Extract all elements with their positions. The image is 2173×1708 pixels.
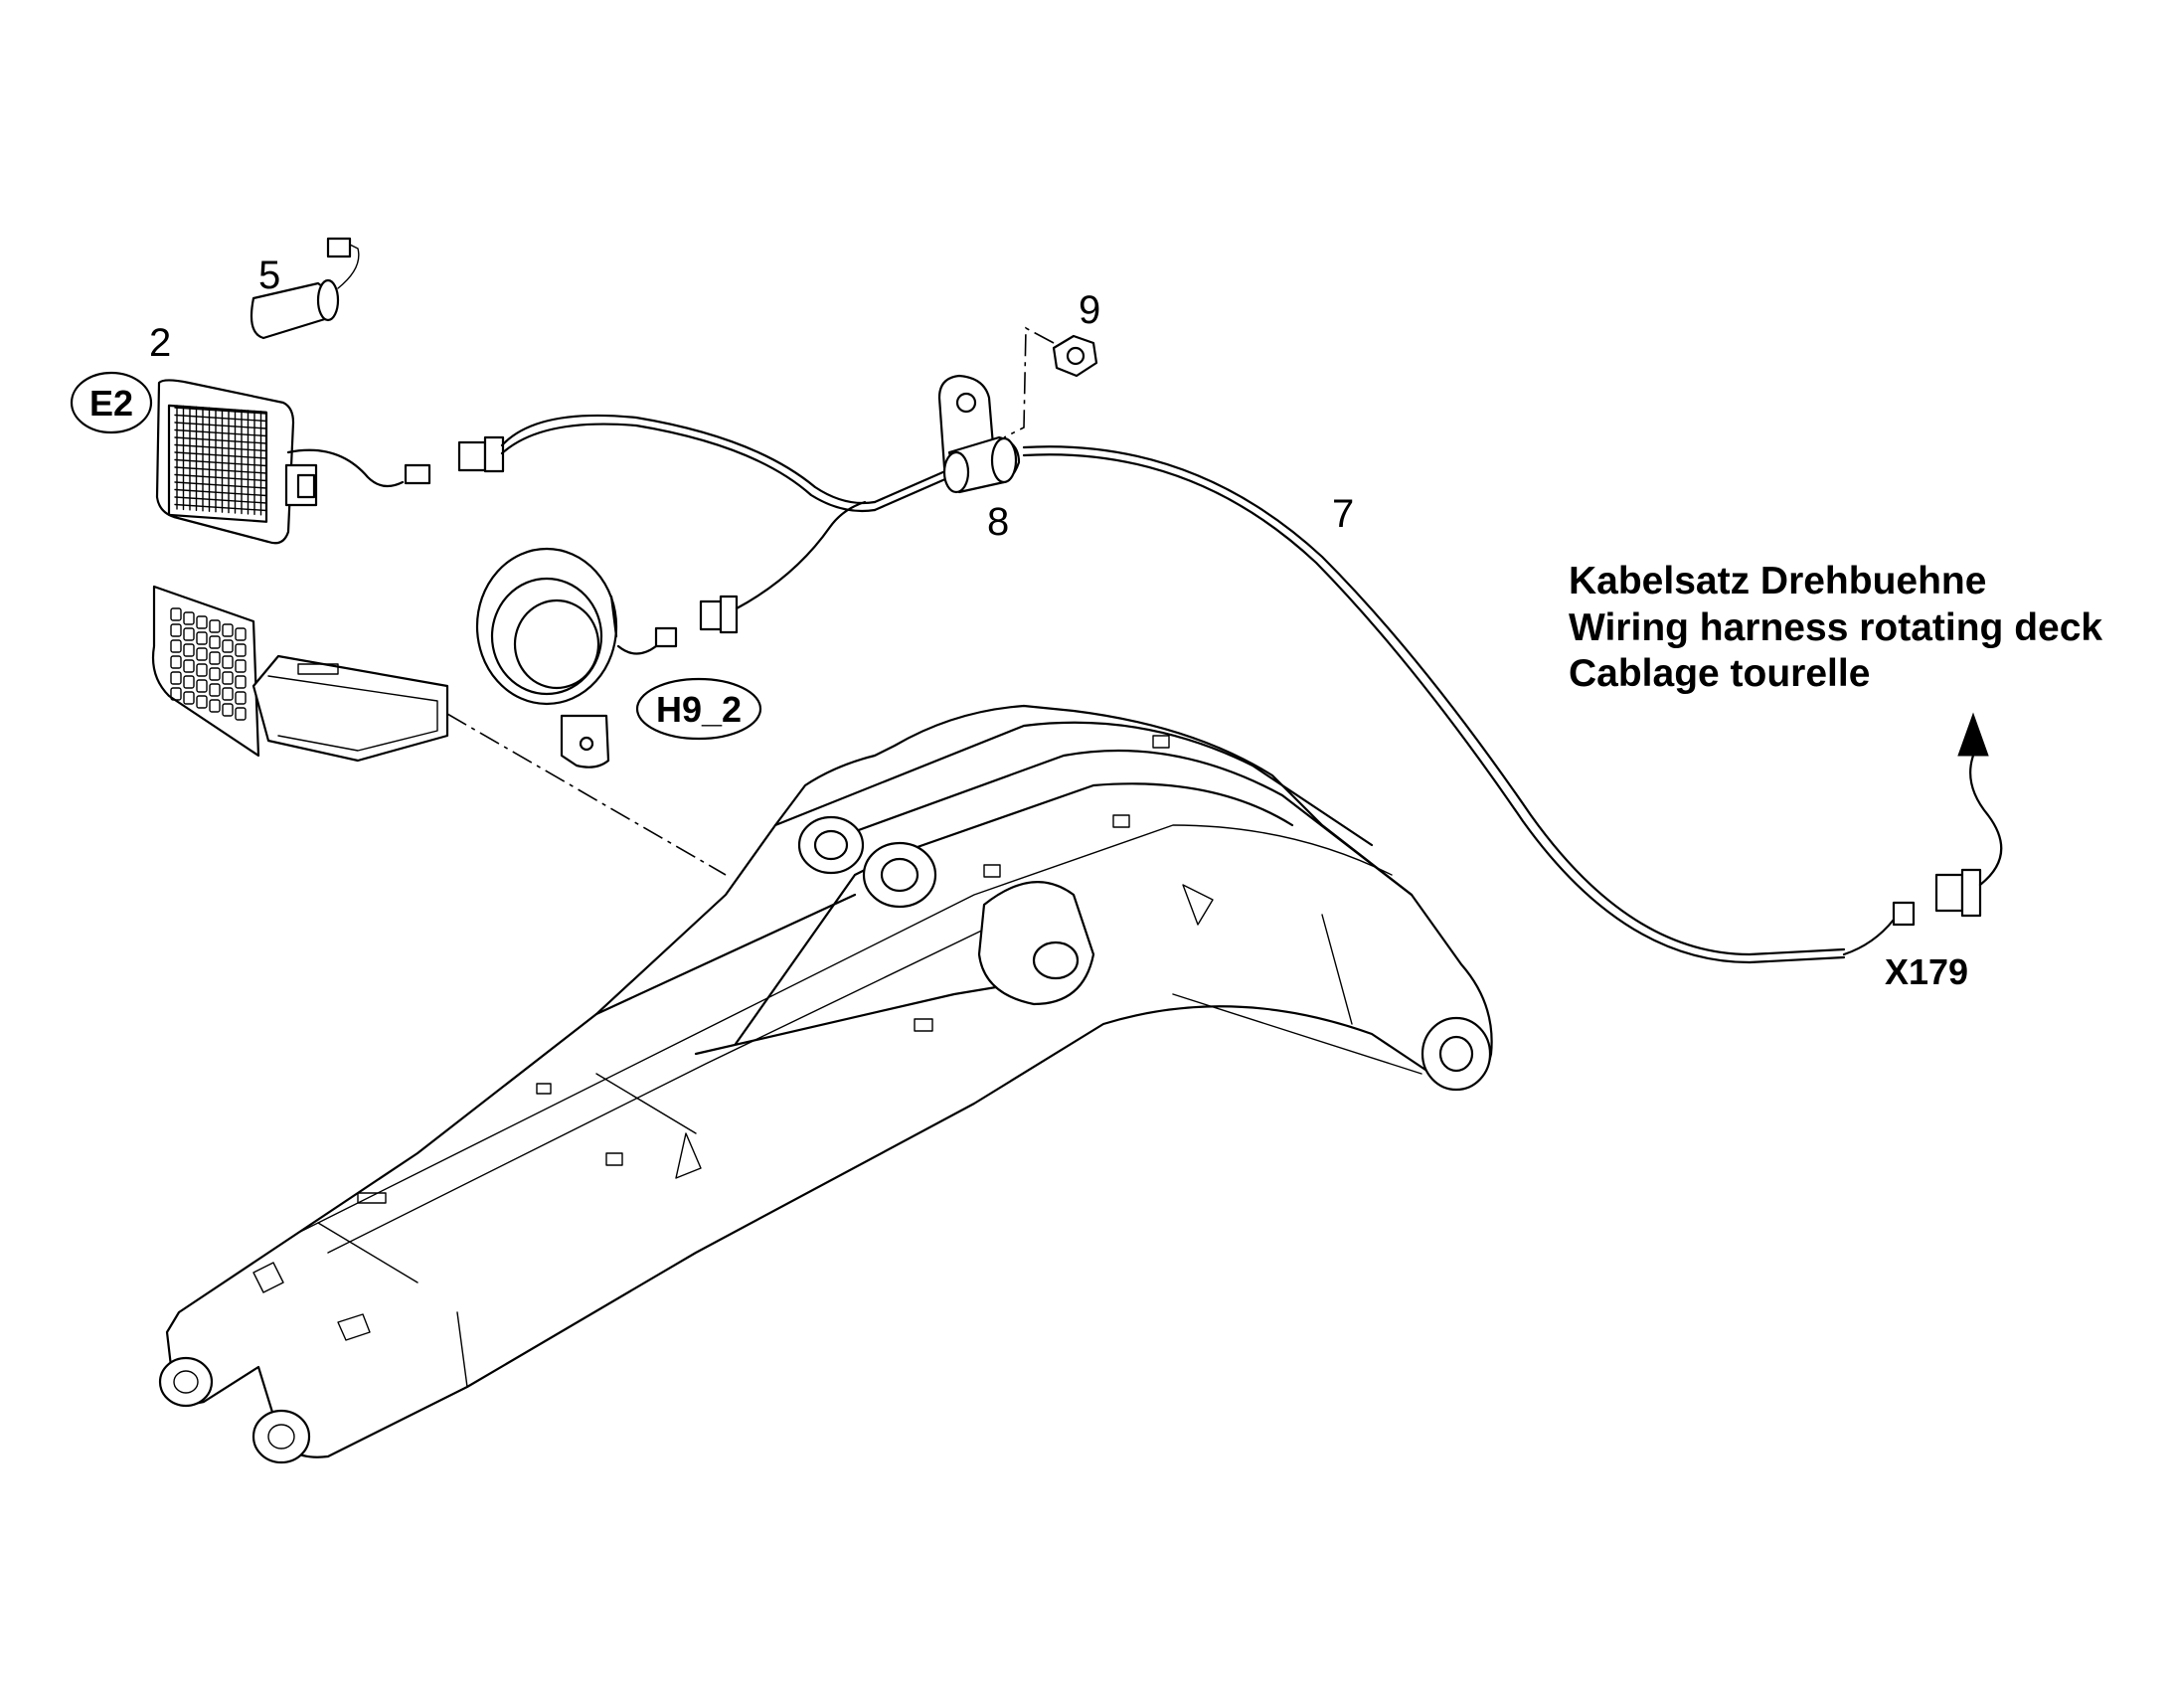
- ref-label-horn: H9_2: [656, 689, 742, 730]
- bracket-grid-cell: [222, 687, 234, 701]
- bracket-grid-cell: [222, 703, 234, 717]
- grille-line: [174, 496, 267, 504]
- bulb-plug: [250, 237, 360, 340]
- grille-line: [174, 428, 267, 437]
- bracket-grid-cell: [209, 651, 221, 665]
- bracket-grid: [170, 607, 247, 721]
- callout-7: 7: [1332, 492, 1354, 536]
- callouts: 2 5 7 8 9: [149, 254, 1354, 544]
- bracket-grid-cell: [222, 655, 234, 669]
- bracket-grid-cell: [170, 639, 182, 653]
- ref-bubble-lamp: E2: [70, 371, 153, 434]
- grille-line: [174, 481, 267, 489]
- lamp-bracket: [151, 585, 727, 876]
- grille-line: [174, 443, 267, 452]
- bracket-grid-cell: [222, 623, 234, 637]
- grille-line: [174, 414, 267, 423]
- excavator-boom: [158, 704, 1493, 1464]
- bracket-grid-cell: [183, 659, 195, 673]
- note-line-fr: Cablage tourelle: [1569, 652, 1870, 695]
- bracket-grid-cell: [183, 691, 195, 705]
- callout-5: 5: [258, 254, 280, 297]
- grille-line: [174, 488, 267, 497]
- bracket-grid-cell: [209, 683, 221, 697]
- grille-line: [174, 473, 267, 482]
- note-line-de: Kabelsatz Drehbuehne: [1569, 560, 1986, 602]
- callout-2: 2: [149, 321, 171, 365]
- grille-line: [174, 451, 267, 459]
- bracket-grid-cell: [170, 687, 182, 701]
- bracket-grid-cell: [235, 675, 247, 689]
- bracket-grid-cell: [235, 707, 247, 721]
- lamp-grille: [174, 405, 267, 516]
- bracket-grid-cell: [196, 695, 208, 709]
- bracket-grid-cell: [183, 611, 195, 625]
- bracket-grid-cell: [209, 699, 221, 713]
- bracket-grid-cell: [209, 635, 221, 649]
- ref-label-connector: X179: [1885, 951, 1968, 992]
- bracket-grid-cell: [235, 627, 247, 641]
- grille-line: [174, 503, 267, 512]
- bracket-grid-cell: [170, 655, 182, 669]
- bracket-grid-cell: [235, 643, 247, 657]
- bracket-grid-cell: [196, 631, 208, 645]
- bracket-grid-cell: [183, 643, 195, 657]
- bracket-grid-cell: [183, 675, 195, 689]
- bracket-grid-cell: [170, 623, 182, 637]
- grille-line: [174, 422, 267, 429]
- bracket-grid-cell: [222, 639, 234, 653]
- bracket-grid-cell: [196, 615, 208, 629]
- bracket-grid-cell: [235, 691, 247, 705]
- callout-9: 9: [1079, 288, 1100, 332]
- bracket-grid-cell: [209, 619, 221, 633]
- bracket-grid-cell: [170, 607, 182, 621]
- harness-note: Kabelsatz Drehbuehne Wiring harness rota…: [1569, 560, 2102, 695]
- note-line-en: Wiring harness rotating deck: [1569, 606, 2102, 649]
- bracket-grid-cell: [235, 659, 247, 673]
- grille-line: [174, 458, 267, 467]
- horn: [475, 547, 618, 769]
- bracket-grid-cell: [209, 667, 221, 681]
- grille-line: [174, 436, 267, 444]
- bracket-grid-cell: [170, 671, 182, 685]
- ref-label-lamp: E2: [89, 383, 133, 424]
- bracket-grid-cell: [196, 647, 208, 661]
- grille-line: [174, 407, 267, 415]
- wiring-harness: [286, 326, 2003, 964]
- work-lamp: [155, 237, 360, 545]
- ref-bubble-horn: H9_2: [635, 677, 762, 741]
- bracket-grid-cell: [196, 663, 208, 677]
- bracket-grid-cell: [222, 671, 234, 685]
- grille-line: [174, 466, 267, 474]
- callout-8: 8: [987, 500, 1009, 544]
- bracket-grid-cell: [196, 679, 208, 693]
- bracket-grid-cell: [183, 627, 195, 641]
